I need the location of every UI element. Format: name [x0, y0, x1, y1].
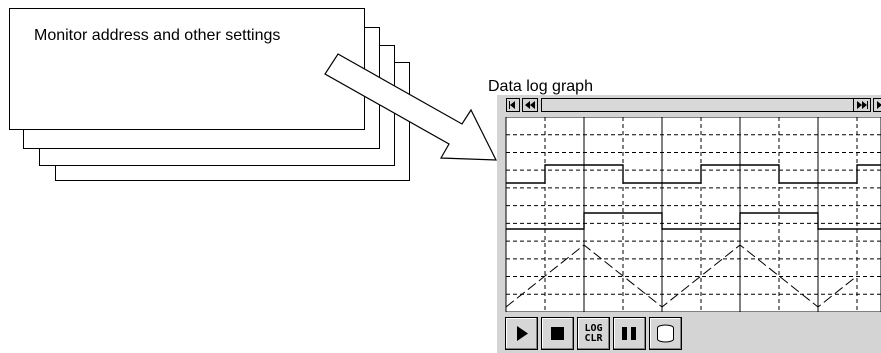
data-log-plot — [505, 117, 881, 312]
pause-icon — [622, 327, 636, 340]
scroll-fast-left-icon[interactable] — [522, 98, 538, 112]
stop-icon — [551, 327, 564, 340]
scroll-left-icon[interactable] — [506, 98, 520, 112]
series-1-line — [506, 164, 881, 184]
log-clear-label-top: LOG — [584, 323, 603, 334]
database-icon — [657, 324, 674, 343]
graph-title: Data log graph — [488, 78, 593, 95]
save-button[interactable] — [649, 317, 682, 350]
pause-button[interactable] — [613, 317, 646, 350]
log-clear-label-bottom: CLR — [584, 333, 603, 344]
plot-area — [505, 117, 881, 312]
scrollbar-thumb[interactable] — [542, 99, 870, 111]
settings-sheet-1: Monitor address and other settings — [9, 8, 365, 130]
scrollbar-track[interactable] — [541, 98, 871, 112]
sheet-label: Monitor address and other settings — [34, 27, 281, 44]
scroll-right-icon[interactable] — [873, 98, 881, 112]
scroll-fast-right-icon[interactable] — [853, 98, 871, 112]
series-3-line — [505, 244, 858, 308]
series-2-line — [506, 212, 881, 230]
play-icon — [517, 326, 528, 341]
data-log-panel: LOG CLR — [497, 95, 881, 353]
log-clear-button[interactable]: LOG CLR — [577, 317, 610, 350]
start-button[interactable] — [505, 317, 538, 350]
log-clear-icon: LOG CLR — [578, 324, 609, 344]
stop-button[interactable] — [541, 317, 574, 350]
